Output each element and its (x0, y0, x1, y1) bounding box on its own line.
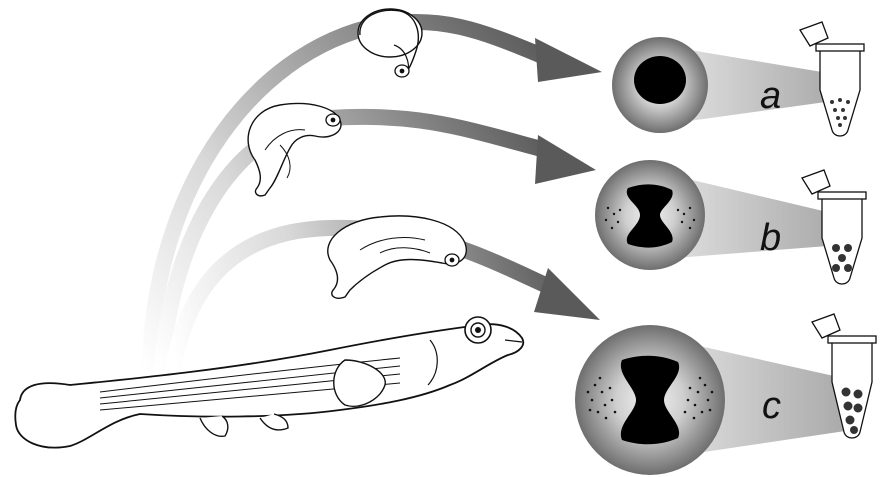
panel-label-b: b (760, 217, 781, 259)
panel-b: b (595, 160, 866, 284)
panel-label-c: c (762, 385, 781, 427)
pelvic-fin (200, 416, 228, 436)
panel-a: a (612, 22, 864, 136)
larva-figure-1 (248, 103, 341, 195)
arrow-head-b (535, 135, 596, 184)
adult-fish-body (15, 324, 523, 447)
pupil-a (634, 56, 686, 104)
panel-c: c (575, 314, 876, 475)
arrow-head-a (535, 38, 602, 82)
panel-label-a: a (760, 75, 781, 117)
larva-figure-2 (328, 216, 467, 298)
embryo-figure (358, 9, 422, 77)
adult-fish (15, 317, 523, 448)
